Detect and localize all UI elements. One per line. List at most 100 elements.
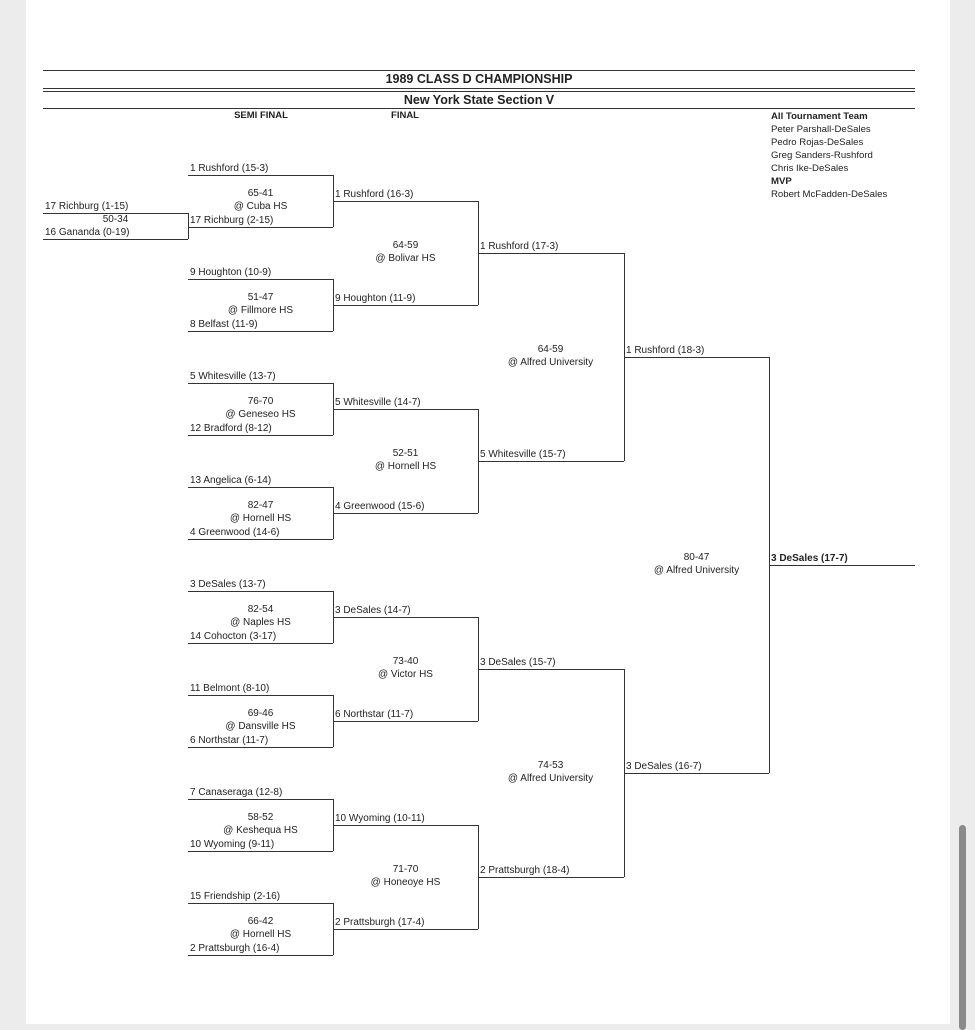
team-slot: 4 Greenwood (14-6) [190,527,280,538]
all-tournament-player: Peter Parshall-DeSales [771,124,871,135]
bracket-line [333,929,478,930]
game-score: 66-42 [247,916,274,927]
game-site: @ Fillmore HS [227,304,294,316]
mvp-heading: MVP [771,176,792,187]
team-slot: 10 Wyoming (9-11) [190,839,275,850]
team-slot: 3 DeSales (14-7) [335,605,411,616]
team-slot: 7 Canaseraga (12-8) [190,787,283,798]
game-site: @ Hornell HS [229,928,292,940]
title-rule-top [43,70,915,71]
all-tournament-player: Pedro Rojas-DeSales [771,137,864,148]
bracket-line [478,253,624,254]
team-slot: 15 Friendship (2-16) [190,891,281,902]
bracket-line [188,955,333,956]
team-slot: 5 Whitesville (15-7) [480,449,566,460]
column-header-final: FINAL [391,110,419,121]
bracket-line [188,279,333,280]
team-slot: 1 Rushford (16-3) [335,189,414,200]
prelim-team-slot: 16 Gananda (0-19) [45,227,130,238]
team-slot: 13 Angelica (6-14) [190,475,272,486]
bracket-line [624,773,769,774]
game-site: @ Hornell HS [229,512,292,524]
bracket-line [188,175,333,176]
game-site: @ Naples HS [230,616,291,628]
game-site: @ Victor HS [378,668,433,680]
bracket-line [478,669,624,670]
team-slot: 1 Rushford (17-3) [480,241,559,252]
game-site: @ Hornell HS [374,460,437,472]
bracket-line [188,539,333,540]
bracket-line [333,305,478,306]
page-title: 1989 CLASS D CHAMPIONSHIP [385,72,573,86]
bracket-line [333,617,478,618]
team-slot: 11 Belmont (8-10) [190,683,270,694]
game-score: 64-59 [392,240,419,251]
all-tournament-player: Chris Ike-DeSales [771,163,849,174]
all-tournament-team: All Tournament Team Peter Parshall-DeSal… [771,110,887,201]
team-slot: 8 Belfast (11-9) [190,319,258,330]
bracket-line [188,643,333,644]
bracket-connector [188,213,189,239]
game-score: 58-52 [247,812,274,823]
team-slot: 6 Northstar (11-7) [335,709,414,720]
team-slot: 3 DeSales (13-7) [190,579,266,590]
team-slot: 3 DeSales (15-7) [480,657,556,668]
champion-team: 3 DeSales (17-7) [771,553,848,564]
game-score: 65-41 [247,188,274,199]
game-site: @ Bolivar HS [375,252,436,264]
team-slot: 4 Greenwood (15-6) [335,501,425,512]
bracket-line [188,851,333,852]
scrollbar[interactable] [959,825,966,1030]
game-score: 82-47 [247,500,274,511]
team-slot: 9 Houghton (10-9) [190,267,272,278]
game-score: 71-70 [392,864,419,875]
game-score: 76-70 [247,396,274,407]
game-score: 74-53 [537,760,564,771]
game-site: @ Keshequa HS [223,824,298,836]
bracket-line [333,409,478,410]
game-score: 73-40 [392,656,419,667]
team-slot: 6 Northstar (11-7) [190,735,269,746]
team-slot: 12 Bradford (8-12) [190,423,272,434]
title-rule-double-2 [43,91,915,92]
bracket-line [333,201,478,202]
team-slot: 2 Prattsburgh (16-4) [190,943,280,954]
bracket-line [478,461,624,462]
title-rule-double-1 [43,88,915,89]
bracket-line [333,513,478,514]
team-slot: 3 DeSales (16-7) [626,761,702,772]
game-score: 50-34 [102,214,129,225]
team-slot: 17 Richburg (2-15) [190,215,274,226]
bracket-line [188,747,333,748]
bracket-line [624,357,769,358]
bracket-line [188,227,333,228]
team-slot: 1 Rushford (18-3) [626,345,705,356]
all-tournament-heading: All Tournament Team [771,111,868,122]
bracket-line [188,435,333,436]
game-site: @ Geneseo HS [225,408,296,420]
game-score: 82-54 [247,604,274,615]
game-site: @ Cuba HS [233,200,288,212]
bracket-line [188,799,333,800]
document-page [26,0,950,1024]
game-site: @ Alfred University [507,356,594,368]
bracket-line [478,877,624,878]
game-site: @ Alfred University [507,772,594,784]
team-slot: 9 Houghton (11-9) [335,293,416,304]
game-score: 52-51 [392,448,419,459]
team-slot: 2 Prattsburgh (18-4) [480,865,570,876]
page-subtitle: New York State Section V [403,93,555,107]
bracket-line [43,239,188,240]
column-header-semi-final: SEMI FINAL [234,110,288,121]
bracket-line [188,487,333,488]
bracket-line [769,565,915,566]
subtitle-rule [43,108,915,109]
bracket-line [188,903,333,904]
team-slot: 2 Prattsburgh (17-4) [335,917,425,928]
all-tournament-player: Greg Sanders-Rushford [771,150,873,161]
bracket-line [188,331,333,332]
bracket-line [188,383,333,384]
bracket-line [43,213,188,214]
game-score: 64-59 [537,344,564,355]
team-slot: 14 Cohocton (3-17) [190,631,277,642]
